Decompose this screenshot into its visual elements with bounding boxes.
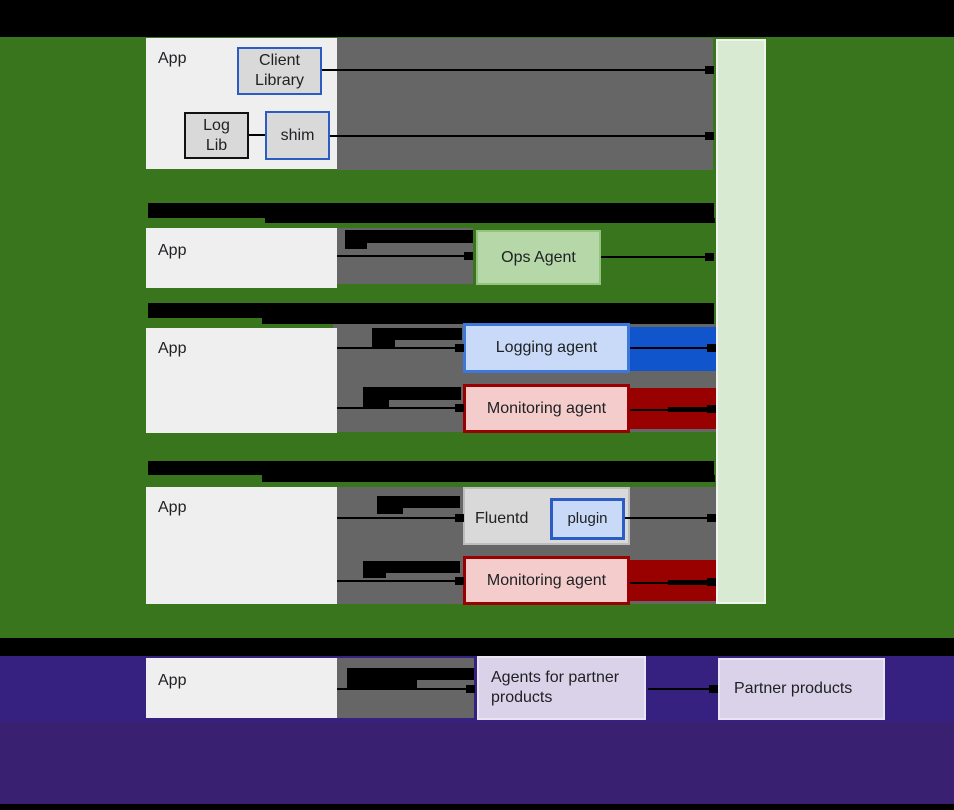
monitoring-agent-label: Monitoring agent — [486, 399, 607, 417]
app-to-ops-agent-arrowhead — [464, 252, 473, 260]
monitoring-out-line-thick — [668, 407, 710, 412]
client-library-arrowhead — [705, 66, 714, 74]
ops-agent-out-line — [601, 256, 706, 258]
ops-agent-box: Ops Agent — [476, 230, 601, 285]
fluentd-out-line — [625, 517, 710, 519]
vm2-app-label: App — [158, 242, 187, 259]
app-to-logging-line — [337, 347, 456, 349]
logging-out-arrowhead — [707, 344, 716, 352]
redacted-label — [377, 508, 403, 514]
partner-agents-label: Agents for partner products — [491, 669, 620, 706]
app-to-monitoring2-arrowhead — [455, 577, 464, 585]
plugin-label: plugin — [567, 509, 608, 527]
redacted-label — [345, 230, 473, 243]
shim-label: shim — [280, 126, 315, 144]
ingest-vertical-bar — [716, 39, 766, 604]
app-to-partner-agents-line — [337, 688, 467, 690]
app-to-fluentd-arrowhead — [455, 514, 464, 522]
redacted-section3-title-line1 — [148, 303, 714, 318]
log-lib-label: Log Lib — [203, 116, 230, 154]
partner-app-box: App — [146, 658, 337, 718]
partner-products-box: Partner products — [718, 658, 885, 720]
redacted-section2-title-line1 — [148, 203, 714, 218]
vm4-app-label: App — [158, 499, 187, 516]
ops-agent-label: Ops Agent — [501, 248, 576, 266]
redacted-label — [363, 573, 386, 578]
monitoring2-out-arrowhead — [707, 578, 716, 586]
monitoring2-out-line-thick — [668, 580, 710, 585]
app-to-monitoring2-line — [337, 580, 456, 582]
vm2-app-box: App — [146, 228, 337, 288]
monitoring2-out-line — [630, 582, 672, 584]
redacted-label — [347, 680, 417, 688]
app-to-monitoring-line — [337, 407, 456, 409]
logging-agent-label: Logging agent — [495, 339, 598, 356]
shim-box: shim — [265, 111, 330, 160]
vm1-app-label: App — [158, 50, 187, 67]
shim-arrow-line — [330, 135, 706, 137]
client-library-box: Client Library — [237, 47, 322, 95]
redacted-label — [363, 561, 460, 573]
monitoring-agent-box: Monitoring agent — [463, 384, 630, 433]
redacted-section2-title-line2 — [265, 218, 715, 223]
monitoring-out-arrowhead — [707, 405, 716, 413]
redacted-label — [372, 328, 462, 340]
partner-zone-lower — [0, 722, 954, 804]
logging-blue-bar — [630, 327, 716, 371]
fluentd-box: Fluentd plugin — [463, 487, 630, 545]
loglib-shim-connector — [249, 134, 265, 136]
fluentd-label: Fluentd — [475, 510, 529, 527]
logging-agent-box: Logging agent — [463, 323, 630, 373]
redacted-label — [377, 496, 460, 508]
redacted-label — [345, 243, 367, 249]
plugin-box: plugin — [550, 498, 625, 540]
bottom-black-strip — [0, 804, 954, 810]
partner-agents-out-line — [648, 688, 710, 690]
app-to-monitoring-arrowhead — [455, 404, 464, 412]
redacted-label — [347, 668, 474, 680]
redacted-partner-title-band — [0, 638, 954, 656]
client-library-label: Client Library — [255, 52, 304, 89]
partner-app-label: App — [158, 672, 187, 689]
app-to-partner-agents-arrowhead — [466, 685, 475, 693]
vm1-gray-block — [337, 38, 713, 170]
shim-arrowhead — [705, 132, 714, 140]
app-to-fluentd-line — [337, 517, 456, 519]
logging-out-line — [630, 347, 710, 349]
redacted-top-title-band — [0, 0, 954, 37]
fluentd-out-arrowhead — [707, 514, 716, 522]
vm4-app-box: App — [146, 487, 337, 604]
redacted-label — [363, 400, 389, 408]
monitoring-agent2-label: Monitoring agent — [486, 571, 607, 589]
client-library-arrow-line — [322, 69, 706, 71]
partner-products-label: Partner products — [734, 680, 853, 697]
vm3-app-label: App — [158, 340, 187, 357]
log-lib-box: Log Lib — [184, 112, 249, 159]
monitoring-agent2-box: Monitoring agent — [463, 556, 630, 605]
redacted-label — [363, 387, 461, 400]
monitoring-out-line — [630, 409, 672, 411]
app-to-ops-agent-line — [337, 255, 465, 257]
partner-agents-box: Agents for partner products — [477, 656, 646, 720]
redacted-section4-title-line2 — [262, 475, 715, 482]
redacted-section3-title-line2 — [262, 318, 714, 324]
partner-agents-out-arrowhead — [709, 685, 718, 693]
vm3-app-box: App — [146, 328, 337, 433]
app-to-logging-arrowhead — [455, 344, 464, 352]
redacted-label — [372, 340, 395, 347]
redacted-section4-title-line1 — [148, 461, 714, 475]
ops-agent-out-arrowhead — [705, 253, 714, 261]
